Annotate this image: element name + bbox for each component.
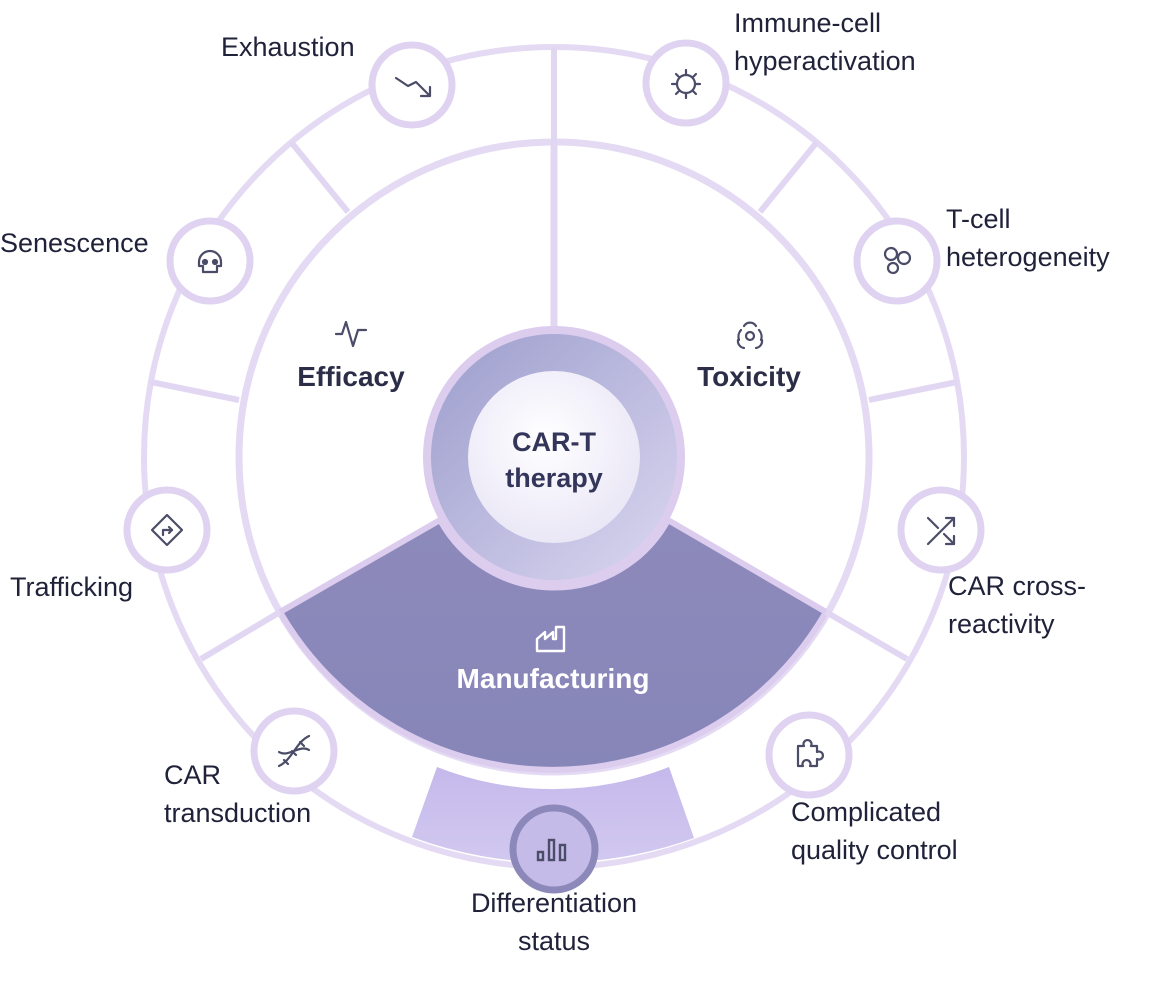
complicated-quality-control-line1: Complicated bbox=[791, 797, 942, 827]
immune-cell-hyperactivation-node[interactable] bbox=[642, 39, 730, 127]
differentiation-status-label: Differentiation status bbox=[434, 884, 674, 960]
car-transduction-line2: transduction bbox=[164, 798, 312, 828]
biohazard-icon bbox=[736, 321, 764, 350]
dna-icon bbox=[277, 734, 311, 768]
complicated-quality-control-label: Complicated quality control bbox=[791, 793, 958, 869]
car-cross-reactivity-label: CAR cross- reactivity bbox=[948, 567, 1086, 643]
activity-icon bbox=[334, 320, 368, 348]
cells-icon bbox=[883, 246, 912, 275]
immune-cell-hyperactivation-line1: Immune-cell bbox=[734, 8, 882, 38]
toxicity-label: Toxicity bbox=[697, 361, 801, 392]
trending-down-icon bbox=[394, 76, 432, 98]
senescence-node[interactable] bbox=[166, 217, 254, 305]
complicated-quality-control-line2: quality control bbox=[791, 835, 958, 865]
efficacy-label: Efficacy bbox=[297, 361, 405, 392]
immune-cell-hyperactivation-label: Immune-cell hyperactivation bbox=[734, 4, 916, 80]
bar-chart-icon bbox=[536, 838, 567, 862]
differentiation-status-line2: status bbox=[517, 926, 591, 956]
t-cell-heterogeneity-node[interactable] bbox=[853, 217, 941, 305]
exhaustion-label: Exhaustion bbox=[221, 32, 355, 62]
t-cell-heterogeneity-line2: heterogeneity bbox=[946, 242, 1110, 272]
complicated-quality-control-node[interactable] bbox=[765, 711, 853, 799]
center-hub-inner bbox=[468, 371, 640, 543]
t-cell-heterogeneity-line1: T-cell bbox=[946, 204, 1011, 234]
outer-dividers bbox=[150, 140, 958, 662]
virus-icon bbox=[670, 68, 702, 100]
shuffle-icon bbox=[926, 516, 956, 546]
manufacturing-label: Manufacturing bbox=[456, 663, 650, 694]
puzzle-icon bbox=[796, 738, 825, 768]
t-cell-heterogeneity-label: T-cell heterogeneity bbox=[946, 200, 1110, 276]
differentiation-status-line1: Differentiation bbox=[470, 888, 638, 918]
trafficking-label: Trafficking bbox=[10, 572, 134, 602]
car-transduction-line1: CAR bbox=[164, 760, 222, 790]
car-cross-reactivity-line2: reactivity bbox=[948, 609, 1055, 639]
skull-icon bbox=[197, 249, 223, 274]
immune-cell-hyperactivation-line2: hyperactivation bbox=[734, 46, 916, 76]
car-transduction-label: CAR transduction bbox=[164, 756, 311, 832]
direction-sign-icon bbox=[150, 513, 184, 547]
car-cross-reactivity-line1: CAR cross- bbox=[948, 571, 1087, 601]
senescence-label: Senescence bbox=[0, 228, 149, 258]
factory-icon bbox=[535, 625, 566, 653]
